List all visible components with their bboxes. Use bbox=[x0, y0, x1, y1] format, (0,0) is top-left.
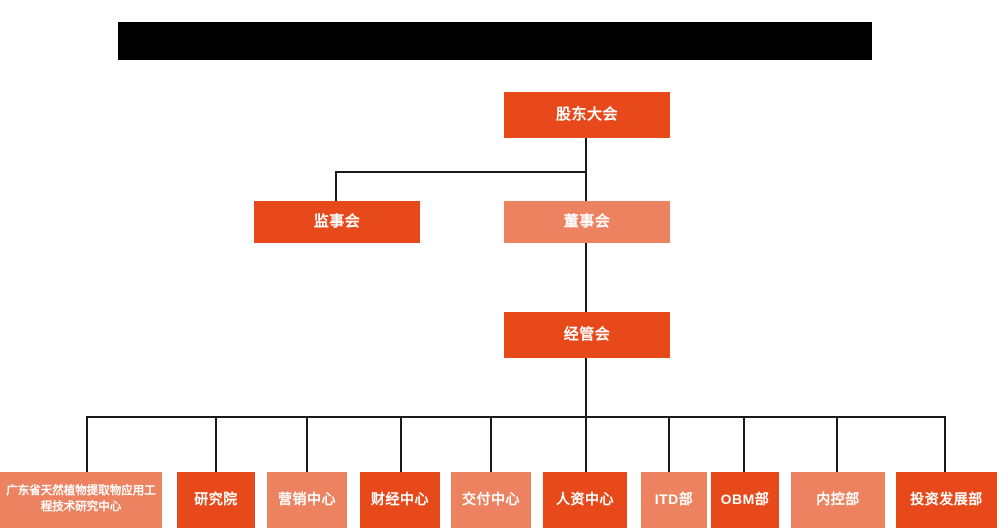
node-marketing-center[interactable]: 营销中心 bbox=[267, 472, 347, 528]
node-delivery-center[interactable]: 交付中心 bbox=[451, 472, 531, 528]
redacted-title-bar bbox=[118, 22, 872, 60]
connector-drop-guangdong-research-center bbox=[86, 416, 88, 472]
connector-drop-hr-center bbox=[585, 416, 587, 472]
connector-directors-drop bbox=[585, 171, 587, 202]
connector-drop-research-institute bbox=[215, 416, 217, 472]
node-board-of-directors[interactable]: 董事会 bbox=[504, 201, 670, 243]
connector-level2-bus bbox=[335, 171, 587, 173]
connector-drop-obm-department bbox=[743, 416, 745, 472]
connector-drop-internal-control-department bbox=[836, 416, 838, 472]
node-finance-center[interactable]: 财经中心 bbox=[360, 472, 440, 528]
node-management-committee[interactable]: 经管会 bbox=[504, 312, 670, 358]
node-itd-department[interactable]: ITD部 bbox=[641, 472, 707, 528]
connector-mgmt-stem bbox=[585, 358, 587, 417]
connector-drop-investment-development-department bbox=[944, 416, 946, 472]
connector-drop-delivery-center bbox=[490, 416, 492, 472]
connector-level4-bus bbox=[86, 416, 946, 418]
node-hr-center[interactable]: 人资中心 bbox=[543, 472, 627, 528]
node-obm-department[interactable]: OBM部 bbox=[711, 472, 779, 528]
connector-drop-finance-center bbox=[400, 416, 402, 472]
connector-drop-marketing-center bbox=[306, 416, 308, 472]
node-research-institute[interactable]: 研究院 bbox=[177, 472, 255, 528]
node-investment-development-department[interactable]: 投资发展部 bbox=[896, 472, 997, 528]
node-shareholders-meeting[interactable]: 股东大会 bbox=[504, 92, 670, 138]
connector-supervisors-drop bbox=[335, 171, 337, 202]
connector-directors-to-mgmt bbox=[585, 242, 587, 312]
node-board-of-supervisors[interactable]: 监事会 bbox=[254, 201, 420, 243]
node-guangdong-research-center[interactable]: 广东省天然植物提取物应用工程技术研究中心 bbox=[0, 472, 162, 528]
node-internal-control-department[interactable]: 内控部 bbox=[791, 472, 885, 528]
connector-shareholders-stem bbox=[585, 138, 587, 172]
connector-drop-itd-department bbox=[668, 416, 670, 472]
